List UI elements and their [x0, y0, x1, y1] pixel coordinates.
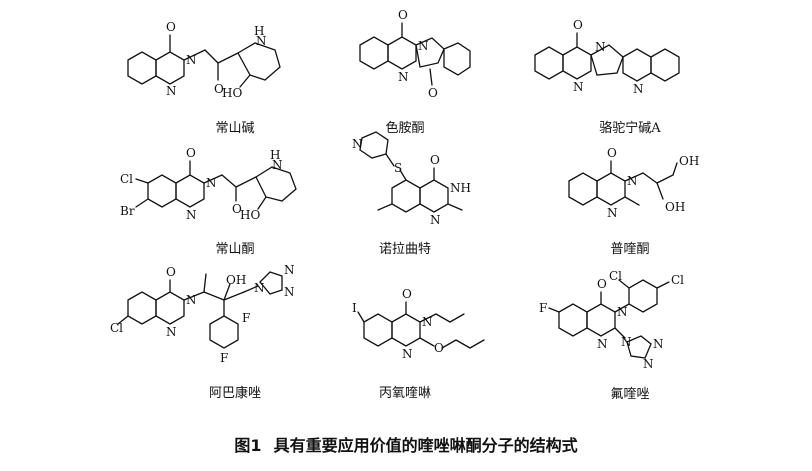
molecule-name: 阿巴康唑: [208, 386, 261, 401]
atom-label: NH: [450, 181, 471, 195]
molecule-proquinazid: O I N N O 丙氧喹啉: [280, 282, 530, 422]
molecule-name: 氟喹唑: [610, 387, 650, 402]
structure-febrifugine: O N N O H N HO: [127, 20, 281, 100]
atom-label: I: [352, 301, 357, 315]
molecule-name: 骆驼宁碱A: [599, 121, 661, 136]
atom-label: N: [402, 347, 413, 361]
atom-label: H: [270, 148, 280, 162]
atom-label: N: [617, 305, 628, 319]
atom-label: Cl: [110, 321, 123, 335]
structure-halofuginone: O Cl Br N N O H N HO: [120, 146, 297, 222]
atom-label: Cl: [609, 269, 622, 283]
molecule-name: 丙氧喹啉: [378, 386, 431, 401]
molecule-name: 诺拉曲特: [378, 242, 431, 257]
atom-label: N: [597, 337, 608, 351]
molecule-luotonin-a: O N N N 骆驼宁碱A: [505, 5, 755, 145]
atom-label: O: [214, 82, 224, 96]
atom-label: N: [607, 206, 618, 220]
structure-proquinazid: O I N N O: [352, 287, 485, 361]
atom-label: N: [352, 137, 363, 151]
atom-label: O: [430, 153, 440, 167]
atom-label: N: [186, 53, 197, 67]
atom-label: N: [166, 84, 177, 98]
molecule-name: 常山碱: [215, 121, 255, 136]
structure-proquazone: O N N OH OH: [568, 146, 699, 220]
atom-label: O: [597, 277, 607, 291]
atom-label: N: [595, 40, 606, 54]
molecule-proquazone: O N N OH OH 普喹酮: [505, 143, 755, 283]
atom-label: N: [186, 293, 197, 307]
atom-label: N: [627, 174, 638, 188]
atom-label: F: [220, 351, 228, 365]
molecule-tryptanthrin: O N N O 色胺酮: [280, 5, 530, 145]
atom-label: O: [573, 18, 583, 32]
atom-label: N: [398, 70, 409, 84]
molecule-name: 色胺酮: [385, 121, 425, 136]
atom-label: HO: [240, 208, 260, 222]
atom-label: HO: [222, 86, 242, 100]
atom-label: OH: [226, 273, 246, 287]
atom-label: O: [166, 20, 176, 34]
atom-label: F: [242, 311, 250, 325]
molecule-halofuginone: O Cl Br N N O H N HO 常山酮: [110, 143, 360, 283]
atom-label: F: [539, 301, 547, 315]
atom-label: N: [166, 325, 177, 339]
molecule-albaconazole: O Cl N N OH N N N F F 阿巴康唑: [110, 262, 360, 402]
structure-nolatrexed: N S O NH N: [352, 131, 471, 227]
atom-label: O: [232, 202, 242, 216]
atom-label: N: [284, 285, 295, 299]
structure-albaconazole: O Cl N N OH N N N F F: [110, 263, 295, 365]
structure-luotonin-a: O N N N: [534, 18, 680, 96]
atom-label: N: [272, 158, 283, 172]
molecule-fluquinconazole: O F N N Cl Cl N N N 氟喹唑: [505, 268, 755, 408]
atom-label: S: [394, 161, 402, 175]
atom-label: O: [607, 146, 617, 160]
atom-label: N: [643, 357, 654, 371]
molecule-name: 普喹酮: [610, 242, 650, 257]
atom-label: Cl: [120, 172, 133, 186]
atom-label: N: [621, 335, 632, 349]
atom-label: O: [402, 287, 412, 301]
molecule-febrifugine: O N N O H N HO 常山碱: [110, 5, 360, 145]
atom-label: O: [166, 265, 176, 279]
atom-label: N: [418, 39, 429, 53]
atom-label: N: [430, 213, 441, 227]
structure-fluquinconazole: O F N N Cl Cl N N N: [539, 269, 684, 371]
figure-title: 具有重要应用价值的喹唑啉酮分子的结构式: [273, 436, 578, 455]
atom-label: O: [428, 86, 438, 100]
structure-tryptanthrin: O N N O: [359, 8, 471, 100]
atom-label: N: [633, 82, 644, 96]
atom-label: N: [422, 315, 433, 329]
atom-label: N: [284, 263, 295, 277]
molecule-nolatrexed: N S O NH N 诺拉曲特: [280, 128, 530, 268]
atom-label: N: [573, 80, 584, 94]
atom-label: OH: [665, 200, 685, 214]
atom-label: N: [653, 337, 664, 351]
atom-label: H: [254, 24, 264, 38]
atom-label: Cl: [671, 273, 684, 287]
atom-label: N: [254, 281, 265, 295]
figure-caption: 图1 具有重要应用价值的喹唑啉酮分子的结构式: [0, 432, 812, 456]
molecule-name: 常山酮: [215, 242, 255, 257]
atom-label: O: [398, 8, 408, 22]
atom-label: O: [186, 146, 196, 160]
atom-label: O: [434, 341, 444, 355]
atom-label: N: [206, 176, 217, 190]
atom-label: N: [186, 208, 197, 222]
atom-label: OH: [679, 154, 699, 168]
atom-label: N: [256, 34, 267, 48]
atom-label: Br: [120, 204, 135, 218]
figure-number: 图1: [234, 436, 262, 455]
